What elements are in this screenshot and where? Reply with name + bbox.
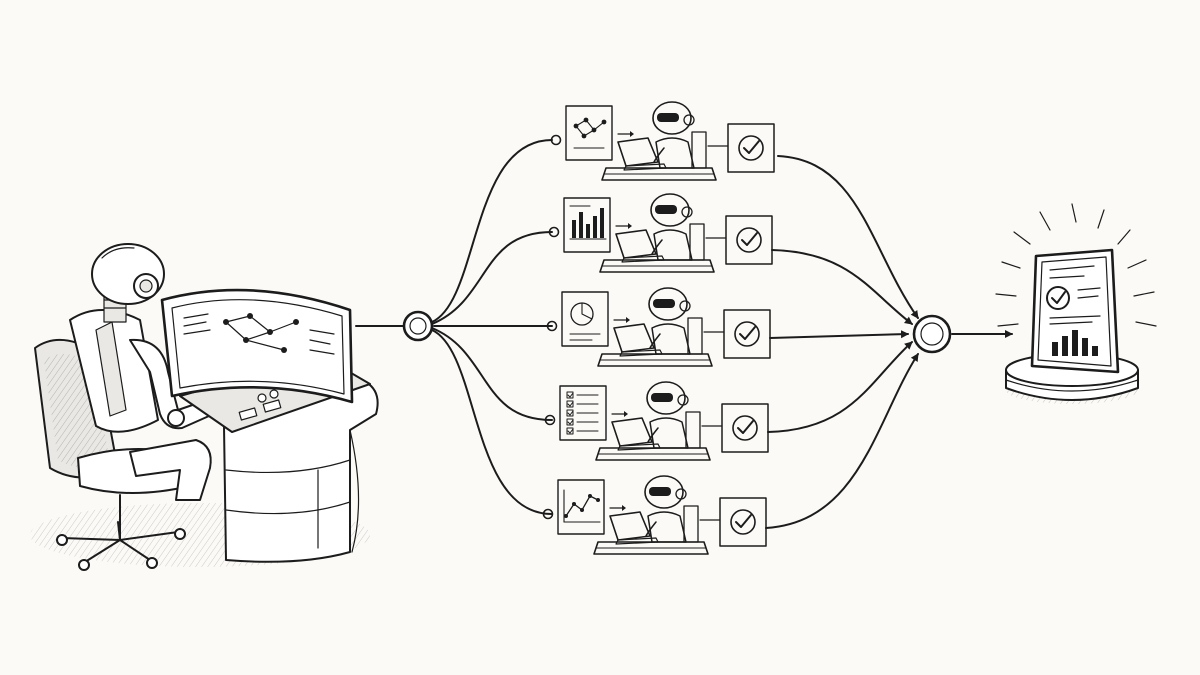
merge-node-icon bbox=[912, 314, 952, 354]
worker-row bbox=[542, 475, 767, 555]
control-console bbox=[160, 288, 379, 563]
worker-robot-icon bbox=[593, 475, 709, 555]
pie-chart-doc-icon bbox=[561, 291, 609, 347]
split-node-icon bbox=[402, 310, 434, 342]
worker-robot-icon bbox=[601, 101, 717, 181]
checkmark-icon bbox=[719, 497, 767, 547]
worker-row bbox=[544, 381, 769, 461]
line-chart-doc-icon bbox=[557, 479, 605, 535]
worker-robot-icon bbox=[595, 381, 711, 461]
worker-row bbox=[546, 287, 771, 367]
network-graph-doc-icon bbox=[565, 105, 613, 161]
bar-chart-doc-icon bbox=[563, 197, 611, 253]
final-report-icon bbox=[995, 203, 1157, 404]
worker-robot-icon bbox=[597, 287, 713, 367]
checkmark-icon bbox=[725, 215, 773, 265]
connector-lines bbox=[355, 139, 1013, 529]
checkmark-icon bbox=[727, 123, 775, 173]
worker-rows bbox=[542, 101, 775, 555]
checkmark-icon bbox=[723, 309, 771, 359]
checklist-doc-icon bbox=[559, 385, 607, 441]
worker-row bbox=[550, 101, 775, 181]
worker-row bbox=[548, 193, 773, 273]
worker-robot-icon bbox=[599, 193, 715, 273]
orchestrator-robot-icon bbox=[30, 243, 370, 571]
checkmark-icon bbox=[721, 403, 769, 453]
